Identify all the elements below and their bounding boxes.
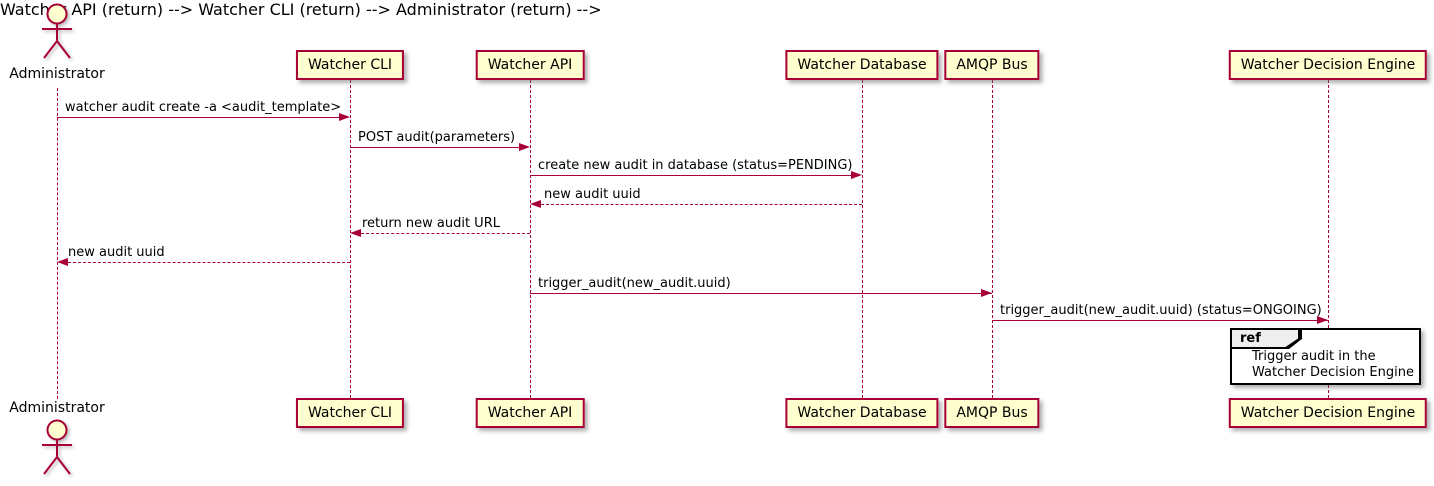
participant-bottom-amqp-bus: AMQP Bus [944,398,1040,428]
message-arrow [992,320,1328,321]
message-label: create new audit in database (status=PEN… [538,158,853,173]
arrowhead-icon [981,289,992,297]
message-arrow [63,262,350,263]
participant-top-amqp-bus: AMQP Bus [944,50,1040,80]
message-arrow [530,293,992,294]
ref-fragment: ref Trigger audit in the Watcher Decisio… [1230,328,1421,385]
message-arrow [530,175,856,176]
arrowhead-icon [57,258,68,266]
message-label: return new audit URL [362,216,500,231]
lifeline-watcher-decision-engine [1328,80,1329,398]
participant-top-watcher-cli: Watcher CLI [295,50,405,80]
message-arrow [350,147,524,148]
message-arrow [536,204,862,205]
arrowhead-icon [350,229,361,237]
arrowhead-icon [530,200,541,208]
message-label: trigger_audit(new_audit.uuid) (status=ON… [1000,303,1322,318]
arrowhead-icon [1317,316,1328,324]
arrowhead-icon [519,143,530,151]
administrator-actor-icon [42,3,72,59]
actor-label-top: Administrator [9,66,105,82]
lifeline-watcher-cli [350,80,351,398]
ref-tab: ref [1230,328,1302,349]
participant-bottom-watcher-cli: Watcher CLI [295,398,405,428]
ref-text-line1: Trigger audit in the [1252,349,1376,364]
message-label: new audit uuid [68,245,165,260]
administrator-actor-icon-bottom [42,419,72,475]
message-arrow [57,117,344,118]
participant-top-watcher-decision-engine: Watcher Decision Engine [1228,50,1428,80]
message-label: POST audit(parameters) [358,130,516,145]
message-label: watcher audit create -a <audit_template> [65,100,342,115]
participant-bottom-watcher-decision-engine: Watcher Decision Engine [1228,398,1428,428]
message-label: trigger_audit(new_audit.uuid) [538,276,731,291]
participant-top-watcher-database: Watcher Database [785,50,939,80]
participant-top-watcher-api: Watcher API [475,50,585,80]
lifeline-watcher-database [862,80,863,398]
lifeline-administrator [57,88,58,399]
arrowhead-icon [851,171,862,179]
lifeline-amqp-bus [992,80,993,398]
arrowhead-icon [339,113,350,121]
actor-label-bottom: Administrator [9,400,105,416]
participant-bottom-watcher-database: Watcher Database [785,398,939,428]
ref-text: Trigger audit in the Watcher Decision En… [1252,349,1414,381]
message-label: new audit uuid [544,187,641,202]
message-arrow [356,233,530,234]
ref-keyword: ref [1232,330,1298,347]
lifeline-watcher-api [530,80,531,398]
participant-bottom-watcher-api: Watcher API [475,398,585,428]
ref-text-line2: Watcher Decision Engine [1252,365,1414,380]
